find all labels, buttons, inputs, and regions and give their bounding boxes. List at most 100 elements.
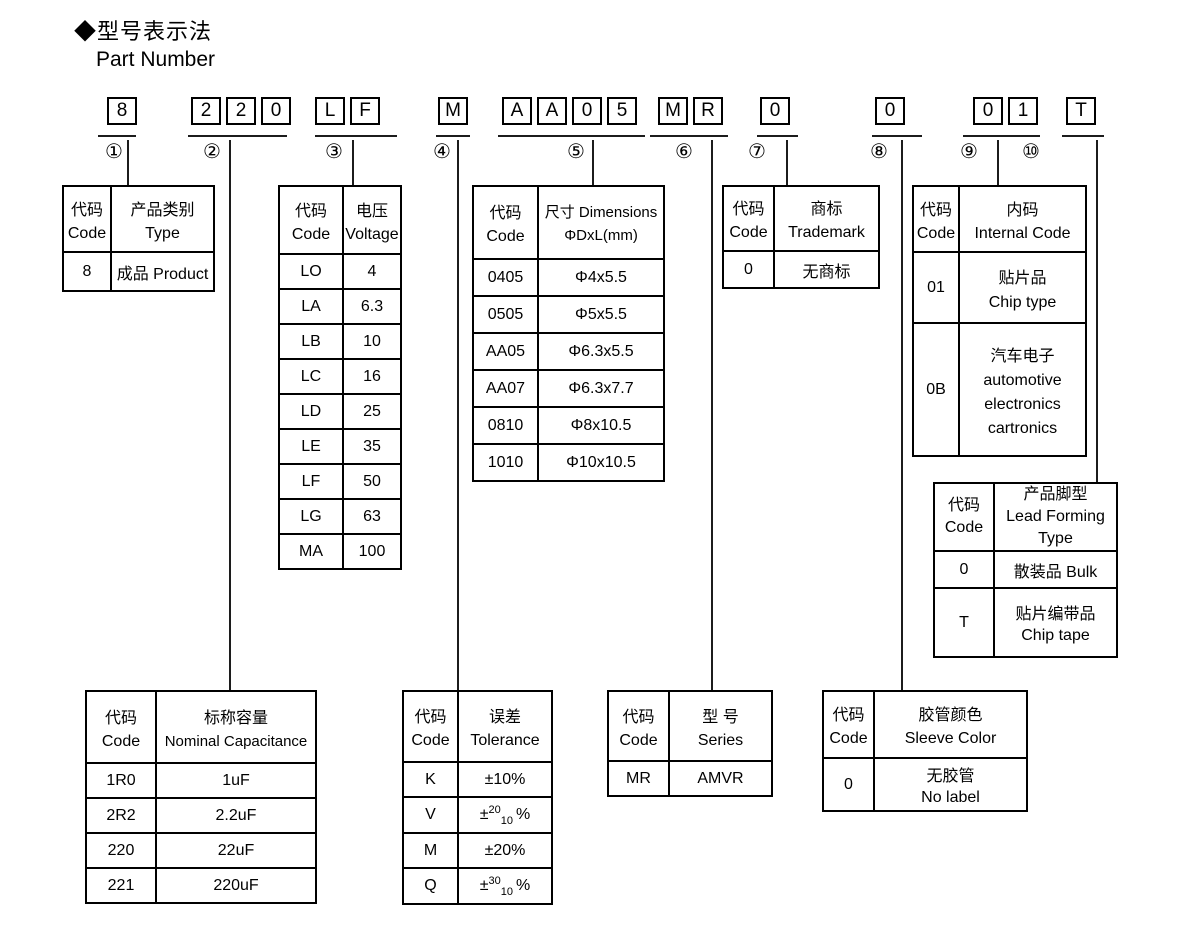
table-row: 1010 Φ10x10.5 <box>472 443 665 482</box>
part-char-box: R <box>693 97 723 125</box>
connector-line <box>1096 140 1098 482</box>
header-row: 代码 Code 产品类别 Type <box>62 185 215 253</box>
lead-forming-table: 代码 Code 产品脚型 Lead Forming Type 0 散装品 Bul… <box>933 481 1118 659</box>
cell-value: 63 <box>342 498 402 535</box>
cell-value: Φ5x5.5 <box>537 295 665 334</box>
group-marker: ⑨ <box>960 141 978 163</box>
cell-code: K <box>402 761 459 798</box>
table-row: AA07 Φ6.3x7.7 <box>472 369 665 408</box>
part-char-box: 0 <box>760 97 790 125</box>
cell-code: 8 <box>62 251 112 292</box>
group-underline <box>1062 135 1104 137</box>
part-char-box: 1 <box>1008 97 1038 125</box>
group-marker: ⑧ <box>870 141 888 163</box>
header-code: 代码 Code <box>62 185 112 253</box>
header-value: 胶管颜色 Sleeve Color <box>873 690 1028 759</box>
cell-code: LD <box>278 393 344 430</box>
header-value: 内码 Internal Code <box>958 185 1087 253</box>
part-char-box: M <box>438 97 468 125</box>
cell-code: 0505 <box>472 295 539 334</box>
group-marker: ⑩ <box>1022 141 1040 163</box>
page-title: ◆型号表示法 <box>74 19 213 44</box>
table-row: 0505 Φ5x5.5 <box>472 295 665 334</box>
part-char-box: 0 <box>875 97 905 125</box>
group-underline <box>872 135 922 137</box>
header-code: 代码 Code <box>722 185 775 252</box>
header-value: 标称容量 Nominal Capacitance <box>155 690 317 764</box>
table-row: 0 无胶管 No label <box>822 757 1028 812</box>
connector-line <box>457 140 459 690</box>
cell-value: ±2010% <box>457 796 553 834</box>
part-char-box: 0 <box>572 97 602 125</box>
part-char-box: M <box>658 97 688 125</box>
part-char-box: L <box>315 97 345 125</box>
group-marker: ② <box>203 141 221 163</box>
cell-value: 贴片编带品 Chip tape <box>993 587 1118 659</box>
part-char-box: 2 <box>191 97 221 125</box>
header-row: 代码 Code 产品脚型 Lead Forming Type <box>933 481 1118 553</box>
capacitance-table: 代码 Code 标称容量 Nominal Capacitance 1R0 1uF… <box>85 690 317 904</box>
cell-code: LC <box>278 358 344 395</box>
table-row: 0 散装品 Bulk <box>933 550 1118 590</box>
group-underline <box>98 135 136 137</box>
group-marker: ⑦ <box>748 141 766 163</box>
cell-value: 16 <box>342 358 402 395</box>
cell-code: 0 <box>822 757 875 812</box>
cell-code: LB <box>278 323 344 360</box>
sleeve-color-table: 代码 Code 胶管颜色 Sleeve Color 0 无胶管 No label <box>822 690 1028 812</box>
cell-code: MR <box>607 760 670 797</box>
part-char-box: 0 <box>261 97 291 125</box>
table-row: LB 10 <box>278 323 402 360</box>
connector-line <box>229 140 231 690</box>
cell-value: 50 <box>342 463 402 500</box>
group-marker: ③ <box>325 141 343 163</box>
cell-code: 0405 <box>472 258 539 297</box>
cell-value: ±10% <box>457 761 553 798</box>
cell-value: 4 <box>342 253 402 290</box>
header-row: 代码 Code 电压 Voltage <box>278 185 402 255</box>
cell-value: 22uF <box>155 832 317 869</box>
header-code: 代码 Code <box>822 690 875 759</box>
group-underline <box>436 135 470 137</box>
table-row: LE 35 <box>278 428 402 465</box>
group-marker: ⑥ <box>675 141 693 163</box>
table-row: 0810 Φ8x10.5 <box>472 406 665 445</box>
header-row: 代码 Code 标称容量 Nominal Capacitance <box>85 690 317 764</box>
cell-value: 无胶管 No label <box>873 757 1028 812</box>
cell-code: 0 <box>722 250 775 289</box>
table-row: 221 220uF <box>85 867 317 904</box>
table-row: MR AMVR <box>607 760 773 797</box>
internal-code-table: 代码 Code 内码 Internal Code 01 贴片品 Chip typ… <box>912 185 1087 457</box>
cell-value: 35 <box>342 428 402 465</box>
table-row: 1R0 1uF <box>85 762 317 799</box>
part-char-box: A <box>537 97 567 125</box>
cell-value: 25 <box>342 393 402 430</box>
cell-value: ±3010% <box>457 867 553 905</box>
table-row: 01 贴片品 Chip type <box>912 251 1087 324</box>
trademark-table: 代码 Code 商标 Trademark 0 无商标 <box>722 185 880 289</box>
cell-value: 无商标 <box>773 250 880 289</box>
header-row: 代码 Code 尺寸 Dimensions ΦDxL(mm) <box>472 185 665 260</box>
group-marker: ④ <box>433 141 451 163</box>
cell-value: ±20% <box>457 832 553 869</box>
cell-value: Φ8x10.5 <box>537 406 665 445</box>
connector-line <box>901 140 903 690</box>
group-underline <box>315 135 397 137</box>
cell-code: V <box>402 796 459 834</box>
header-row: 代码 Code 误差 Tolerance <box>402 690 553 763</box>
cell-code: LO <box>278 253 344 290</box>
table-row: K ±10% <box>402 761 553 798</box>
header-code: 代码 Code <box>472 185 539 260</box>
page-subtitle: Part Number <box>96 48 216 71</box>
header-row: 代码 Code 内码 Internal Code <box>912 185 1087 253</box>
header-value: 商标 Trademark <box>773 185 880 252</box>
table-row: T 贴片编带品 Chip tape <box>933 587 1118 659</box>
header-row: 代码 Code 胶管颜色 Sleeve Color <box>822 690 1028 759</box>
table-row: LF 50 <box>278 463 402 500</box>
cell-value: 汽车电子 automotive electronics cartronics <box>958 322 1087 457</box>
table-row: AA05 Φ6.3x5.5 <box>472 332 665 371</box>
part-char-box: 8 <box>107 97 137 125</box>
part-char-box: A <box>502 97 532 125</box>
table-row: V ±2010% <box>402 796 553 834</box>
